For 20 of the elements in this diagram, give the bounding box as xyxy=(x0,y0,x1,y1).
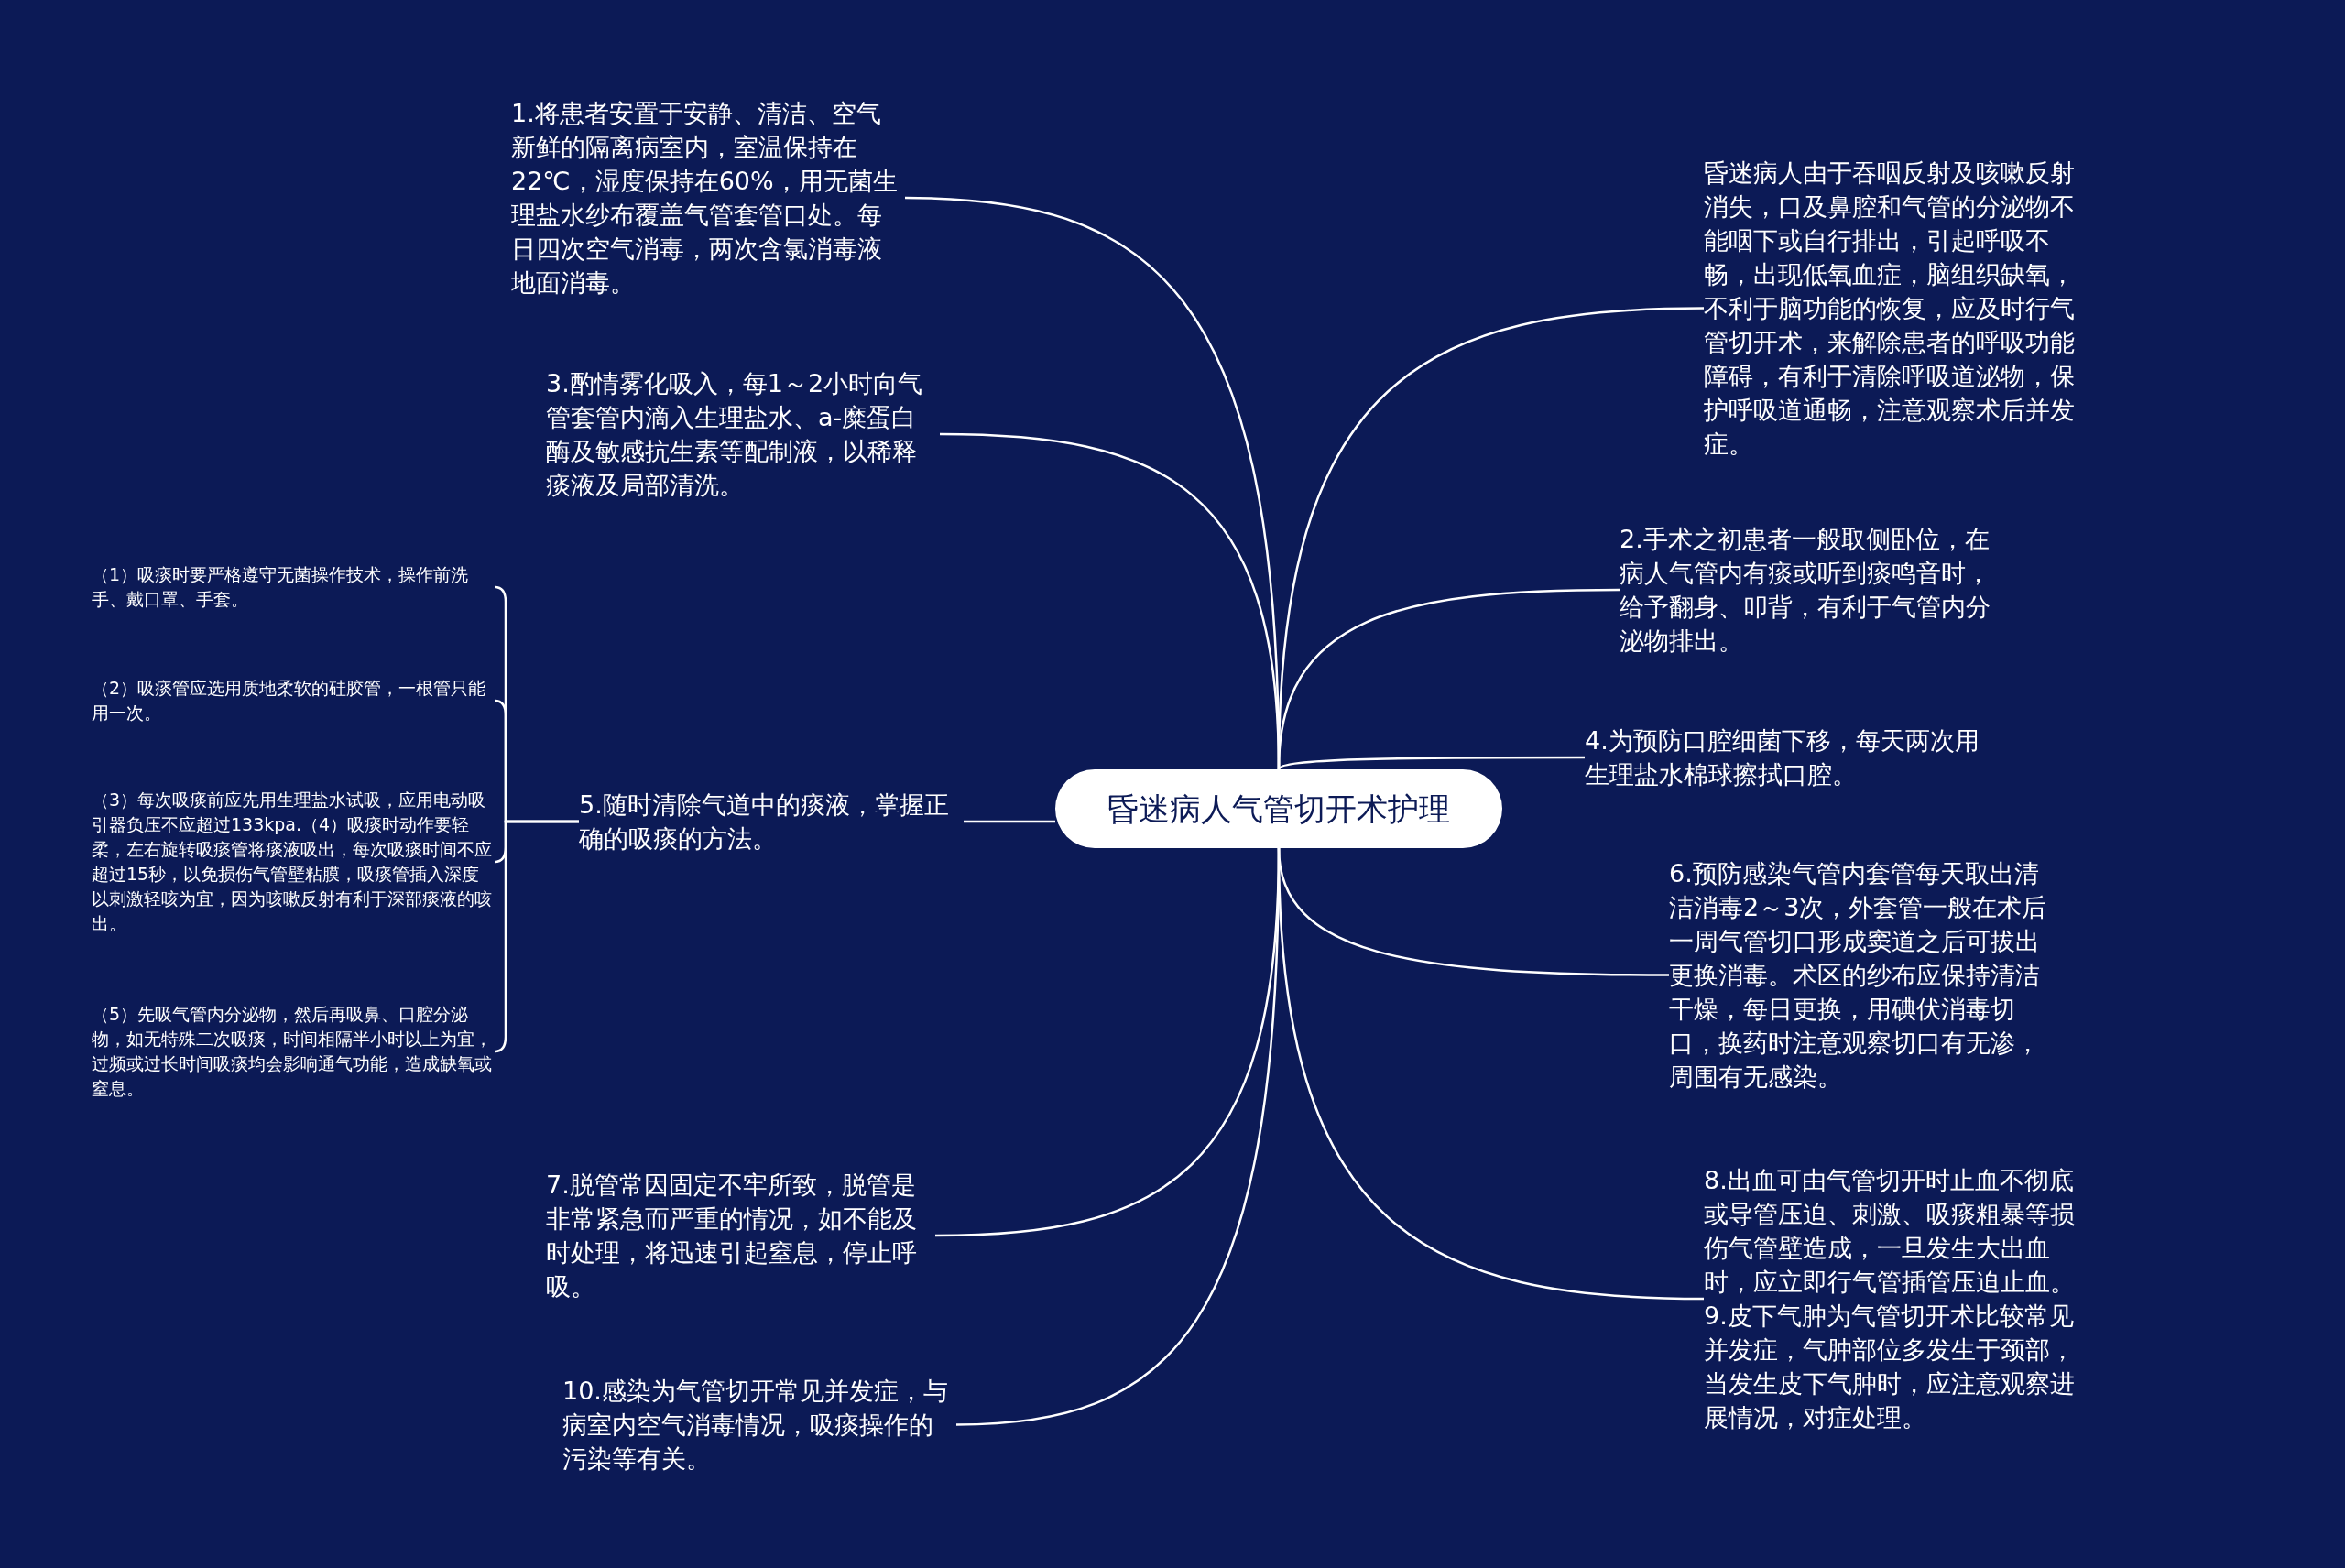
branch-topic-text: 3.酌情雾化吸入，每1～2小时向气管套管内滴入生理盐水、a-糜蛋白酶及敏感抗生素等配制液，以稀释痰液及局部清洗。 xyxy=(546,368,924,501)
branch-connector xyxy=(964,820,1055,823)
branch-connector xyxy=(1278,756,1585,770)
branch-connector xyxy=(939,432,1281,770)
branch-topic-text: 2.手术之初患者一般取侧卧位，在病人气管内有痰或听到痰鸣音时，给予翻身、叩背，有利于气管内分泌物排出。 xyxy=(1620,524,1991,657)
branch-topic-text: 1.将患者安置于安静、清洁、空气新鲜的隔离病室内，室温保持在22℃，湿度保持在60%，用无菌生理盐水纱布覆盖气管套管口处。每日四次空气消毒，两次含氯消毒液地面消毒。 xyxy=(511,98,899,299)
branch-topic-text: 10.感染为气管切开常见并发症，与病室内空气消毒情况，吸痰操作的污染等有关。 xyxy=(562,1376,949,1475)
branch-topic-text: 4.为预防口腔细菌下移，每天两次用生理盐水棉球擦拭口腔。 xyxy=(1585,725,1980,790)
branch-topic-text: 6.预防感染气管内套管每天取出清洁消毒2～3次，外套管一般在术后一周气管切口形成窦道之后可拔出更换消毒。术区的纱布应保持清洁干燥，每日更换，用碘伏消毒切口，换药时注意观察切口有无渗，周围有无感染。 xyxy=(1669,858,2048,1093)
branch-connector xyxy=(955,847,1281,1426)
branch-topic-text: 昏迷病人由于吞咽反射及咳嗽反射消失，口及鼻腔和气管的分泌物不能咽下或自行排出，引起呼吸不畅，出现低氧血症，脑组织缺氧，不利于脑功能的恢复，应及时行气管切开术，来解除患者的呼吸功能障碍，有利于清除呼吸道泌物，保护呼吸道通畅，注意观察术后并发症。 xyxy=(1704,158,2076,460)
sub-topic-text: （5）先吸气管内分泌物，然后再吸鼻、口腔分泌物，如无特殊二次吸痰，时间相隔半小时以上为宜，过频或过长时间吸痰均会影响通气功能，造成缺氧或窒息。 xyxy=(92,1003,493,1100)
branch-topic-text: 8.出血可由气管切开时止血不彻底或导管压迫、刺激、吸痰粗暴等损伤气管壁造成，一旦发生大出血时，应立即行气管插管压迫止血。9.皮下气肿为气管切开术比较常见并发症，气肿部位多发生于颈部，当发生皮下气肿时，应注意观察进展情况，对症处理。 xyxy=(1704,1165,2076,1433)
sub-topic-text: （2）吸痰管应选用质地柔软的硅胶管，一根管只能用一次。 xyxy=(92,677,487,724)
sub-topic-text: （3）每次吸痰前应先用生理盐水试吸，应用电动吸引器负压不应超过133kpa.（4）吸痰时动作要轻柔，左右旋转吸痰管将痰液吸出，每次吸痰时间不应超过15秒，以免损伤气管壁粘膜，吸痰管插入深度以刺激轻咳为宜，因为咳嗽反射有利于深部痰液的咳出。 xyxy=(92,789,493,935)
branch-connector xyxy=(494,820,579,1053)
central-topic-text: 昏迷病人气管切开术护理 xyxy=(1107,790,1450,827)
branch-topic-text: 7.脱管常因固定不牢所致，脱管是非常紧急而严重的情况，如不能及时处理，将迅速引起窒息，停止呼吸。 xyxy=(546,1170,918,1302)
sub-topic-text: （1）吸痰时要严格遵守无菌操作技术，操作前洗手、戴口罩、手套。 xyxy=(92,563,470,611)
branch-topic-text: 5.随时清除气道中的痰液，掌握正确的吸痰的方法。 xyxy=(579,789,950,855)
